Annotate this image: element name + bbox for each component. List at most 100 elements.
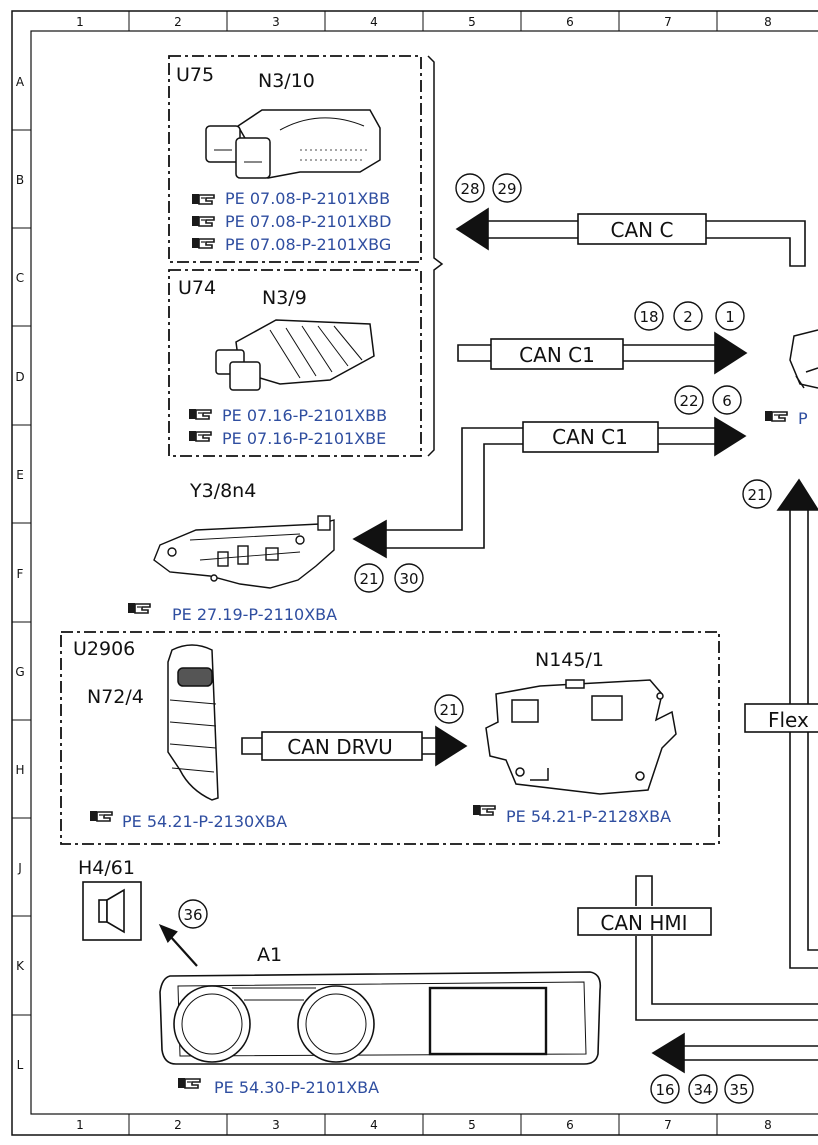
right-module-partial bbox=[789, 329, 818, 389]
col-label-bottom-2: 2 bbox=[174, 1118, 182, 1132]
callout-21-right: 21 bbox=[747, 486, 766, 504]
hand-pointer-icon bbox=[191, 215, 215, 227]
valve-body-drawing bbox=[153, 515, 335, 589]
row-label-e: E bbox=[16, 468, 24, 482]
ecu-n3-10-drawing bbox=[205, 109, 381, 179]
callout-30: 30 bbox=[399, 570, 418, 588]
callout-35: 35 bbox=[729, 1081, 748, 1099]
row-label-a: A bbox=[16, 75, 25, 89]
inner-frame bbox=[30, 30, 818, 1115]
can-hmi-label: CAN HMI bbox=[600, 911, 687, 935]
can-c1-mid-bus bbox=[352, 416, 747, 559]
callout-21-drvu: 21 bbox=[439, 701, 458, 719]
col-label-8: 8 bbox=[764, 15, 772, 29]
col-label-5: 5 bbox=[468, 15, 476, 29]
col-label-bottom-8: 8 bbox=[764, 1118, 772, 1132]
row-label-b: B bbox=[16, 173, 24, 187]
callout-36: 36 bbox=[183, 906, 202, 924]
col-label-bottom-7: 7 bbox=[664, 1118, 672, 1132]
right-ref[interactable]: P bbox=[798, 409, 808, 428]
col-label-bottom-1: 1 bbox=[76, 1118, 84, 1132]
can-drvu-bus bbox=[241, 725, 468, 767]
instrument-cluster-drawing bbox=[159, 971, 602, 1065]
callout-21-y3: 21 bbox=[359, 570, 378, 588]
outer-frame bbox=[11, 10, 818, 1136]
callout-29: 29 bbox=[497, 180, 516, 198]
col-label-bottom-4: 4 bbox=[370, 1118, 378, 1132]
col-label-2: 2 bbox=[174, 15, 182, 29]
callout-2: 2 bbox=[683, 308, 693, 326]
row-label-j: J bbox=[17, 861, 22, 875]
u75-label: U75 bbox=[176, 64, 214, 86]
row-label-g: G bbox=[15, 665, 24, 679]
row-label-k: K bbox=[16, 959, 25, 973]
switch-panel-drawing bbox=[167, 644, 219, 801]
hand-pointer-icon bbox=[764, 410, 788, 422]
u74-label: U74 bbox=[178, 277, 216, 299]
row-label-l: L bbox=[17, 1058, 24, 1072]
callout-1: 1 bbox=[725, 308, 735, 326]
y3-8n4-label: Y3/8n4 bbox=[189, 480, 256, 502]
u74-ref-1[interactable]: PE 07.16-P-2101XBB bbox=[222, 406, 387, 425]
callout-16: 16 bbox=[655, 1081, 674, 1099]
u2906-label: U2906 bbox=[73, 638, 135, 660]
col-label-bottom-6: 6 bbox=[566, 1118, 574, 1132]
callout-22: 22 bbox=[679, 392, 698, 410]
speaker-icon bbox=[82, 881, 142, 941]
callouts bbox=[178, 173, 772, 1104]
hand-pointer-icon bbox=[472, 804, 496, 816]
col-label-4: 4 bbox=[370, 15, 378, 29]
u74-group-box bbox=[168, 269, 422, 457]
col-label-1: 1 bbox=[76, 15, 84, 29]
row-label-c: C bbox=[16, 271, 24, 285]
col-label-bottom-5: 5 bbox=[468, 1118, 476, 1132]
grid-ticks bbox=[12, 11, 718, 1135]
can-c1-mid-label: CAN C1 bbox=[552, 425, 628, 449]
col-label-bottom-3: 3 bbox=[272, 1118, 280, 1132]
callout-28: 28 bbox=[460, 180, 479, 198]
u75-ref-1[interactable]: PE 07.08-P-2101XBB bbox=[225, 189, 390, 208]
row-label-h: H bbox=[15, 763, 24, 777]
u2906-group-box bbox=[60, 631, 720, 845]
h4-61-label: H4/61 bbox=[78, 857, 135, 879]
n145-1-label: N145/1 bbox=[535, 649, 604, 671]
n72-4-label: N72/4 bbox=[87, 686, 144, 708]
group-brace bbox=[427, 55, 444, 457]
callout-6: 6 bbox=[722, 392, 732, 410]
u75-ref-2[interactable]: PE 07.08-P-2101XBD bbox=[225, 212, 391, 231]
row-label-f: F bbox=[17, 567, 24, 581]
flex-bus bbox=[744, 478, 818, 969]
row-label-d: D bbox=[15, 370, 24, 384]
a1-ref[interactable]: PE 54.30-P-2101XBA bbox=[214, 1078, 379, 1097]
can-c1-top-label: CAN C1 bbox=[519, 343, 595, 367]
n3-9-label: N3/9 bbox=[262, 287, 307, 309]
col-label-7: 7 bbox=[664, 15, 672, 29]
arrow-to-speaker bbox=[158, 923, 198, 967]
can-c-label: CAN C bbox=[611, 218, 674, 242]
hand-pointer-icon bbox=[191, 237, 215, 249]
can-drvu-label: CAN DRVU bbox=[287, 735, 393, 759]
callout-18: 18 bbox=[639, 308, 658, 326]
n72-ref[interactable]: PE 54.21-P-2130XBA bbox=[122, 812, 287, 831]
can-c1-top-bus bbox=[457, 331, 748, 375]
n3-10-label: N3/10 bbox=[258, 70, 315, 92]
n145-module-drawing bbox=[485, 679, 677, 795]
a1-label: A1 bbox=[257, 944, 282, 966]
hand-pointer-icon bbox=[177, 1077, 201, 1089]
u75-ref-3[interactable]: PE 07.08-P-2101XBG bbox=[225, 235, 391, 254]
hand-pointer-icon bbox=[89, 810, 113, 822]
ecu-n3-9-drawing bbox=[215, 319, 375, 391]
u75-group-box bbox=[168, 55, 422, 263]
hand-pointer-icon bbox=[188, 408, 212, 420]
hand-pointer-icon bbox=[127, 602, 151, 614]
y3-ref[interactable]: PE 27.19-P-2110XBA bbox=[172, 605, 337, 624]
can-c-bus bbox=[455, 207, 806, 267]
can-hmi-bus bbox=[577, 875, 818, 1074]
hand-pointer-icon bbox=[191, 193, 215, 205]
n145-ref[interactable]: PE 54.21-P-2128XBA bbox=[506, 807, 671, 826]
callout-34: 34 bbox=[693, 1081, 712, 1099]
hand-pointer-icon bbox=[188, 430, 212, 442]
u74-ref-2[interactable]: PE 07.16-P-2101XBE bbox=[222, 429, 386, 448]
col-label-3: 3 bbox=[272, 15, 280, 29]
